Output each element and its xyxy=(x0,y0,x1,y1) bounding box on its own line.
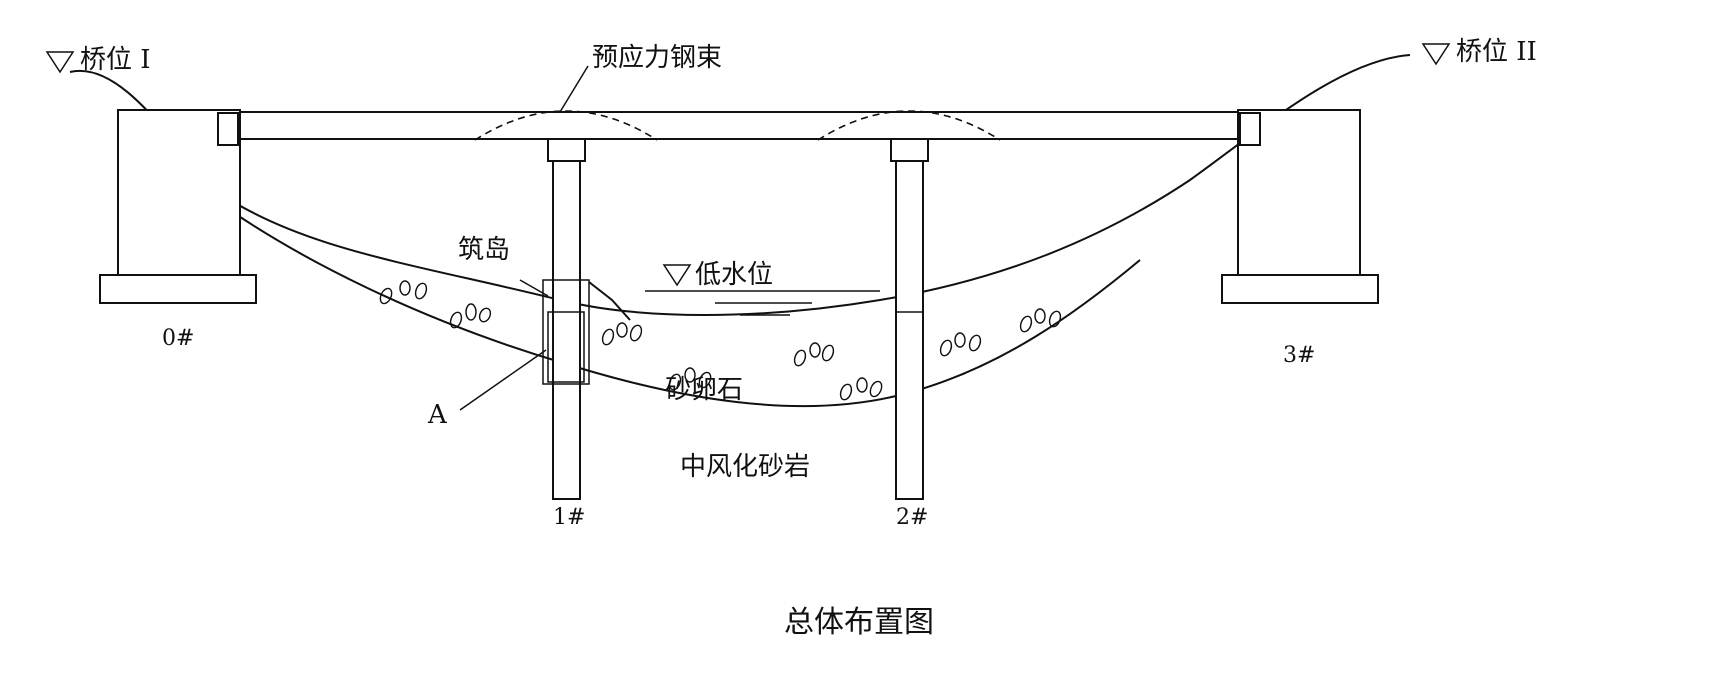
prestress-tendon-2 xyxy=(817,110,1001,141)
label-gravel: 砂卵石 xyxy=(665,375,743,405)
pier-1-cap xyxy=(547,138,586,162)
label-pier-1: 1# xyxy=(553,505,585,530)
label-pier-2: 2# xyxy=(896,505,928,530)
label-bridge-right: 桥位 II xyxy=(1456,37,1537,67)
water-level-triangle-left xyxy=(45,51,75,74)
abutment-0-bearing xyxy=(217,112,239,146)
island-slope xyxy=(588,281,631,321)
abutment-0-footing xyxy=(99,274,257,304)
abutment-3-footing xyxy=(1221,274,1379,304)
label-sandstone: 中风化砂岩 xyxy=(680,452,810,482)
island-leader xyxy=(519,279,549,297)
label-point-a: A xyxy=(427,400,448,430)
water-level-triangle-low xyxy=(662,264,692,287)
prestress-tendon-1 xyxy=(474,110,658,141)
label-pier-0: 0# xyxy=(162,326,194,351)
label-prestress: 预应力钢束 xyxy=(592,43,722,73)
pier-1-column xyxy=(552,138,581,500)
abutment-3-bearing xyxy=(1239,112,1261,146)
bridge-deck xyxy=(211,111,1261,140)
pier-2-cap xyxy=(890,138,929,162)
label-island: 筑岛 xyxy=(458,235,510,265)
cofferdam-box-inner xyxy=(547,311,585,383)
cofferdam-box-outer xyxy=(542,279,590,385)
gravel-bottom-line xyxy=(214,199,1141,408)
label-bridge-left: 桥位 I xyxy=(80,45,151,75)
gravel-stones xyxy=(379,280,1062,401)
point-a-leader xyxy=(459,349,547,411)
label-pier-3: 3# xyxy=(1283,343,1315,368)
label-low-water: 低水位 xyxy=(695,260,773,290)
diagram-caption: 总体布置图 xyxy=(784,605,934,640)
water-level-triangle-right xyxy=(1421,43,1451,66)
pier-2-column xyxy=(895,138,924,500)
prestress-leader xyxy=(559,65,589,113)
